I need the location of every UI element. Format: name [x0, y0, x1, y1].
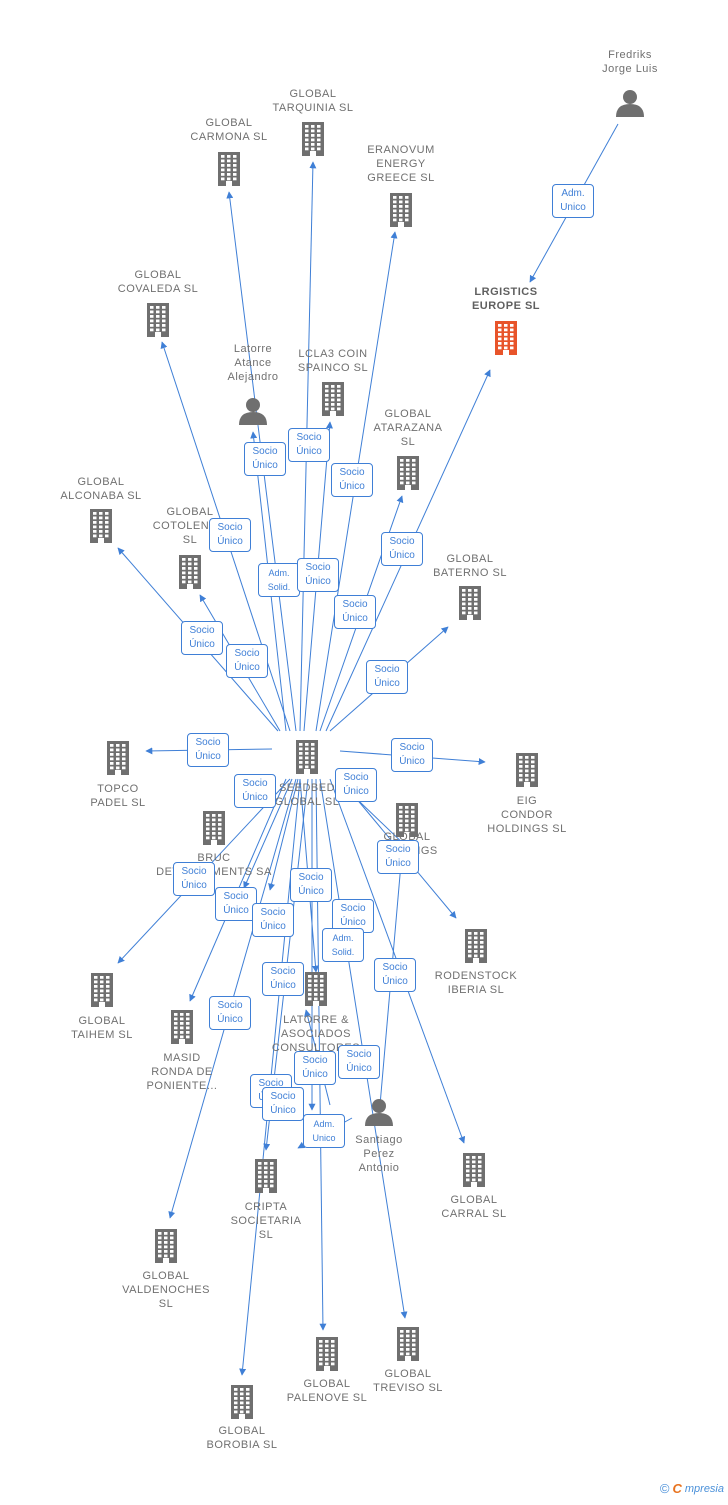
building-icon-bruc[interactable]: [203, 811, 225, 845]
node-label-eranovum[interactable]: ERANOVUM ENERGY GREECE SL: [367, 144, 435, 184]
relation-badge-9[interactable]: Socio Único: [181, 621, 223, 655]
relation-badge-19[interactable]: Socio Único: [252, 903, 294, 937]
building-icon-palenove[interactable]: [316, 1337, 338, 1371]
relation-badge-18[interactable]: Socio Único: [215, 887, 257, 921]
relation-badge-16[interactable]: Socio Único: [234, 774, 276, 808]
node-label-tarquinia[interactable]: GLOBAL TARQUINIA SL: [272, 88, 354, 114]
relation-badge-3[interactable]: Socio Único: [331, 463, 373, 497]
building-icon-atarazana[interactable]: [397, 456, 419, 490]
relation-badge-8[interactable]: Socio Único: [334, 595, 376, 629]
person-icon-fredriks[interactable]: [616, 90, 644, 117]
building-icon-carmona[interactable]: [218, 152, 240, 186]
building-icon-valdenoches[interactable]: [155, 1229, 177, 1263]
node-label-fredriks[interactable]: Fredriks Jorge Luis: [602, 49, 658, 75]
building-icon-lrgistics[interactable]: [495, 321, 517, 355]
node-label-carral[interactable]: GLOBAL CARRAL SL: [441, 1194, 507, 1220]
building-icon-baterno[interactable]: [459, 586, 481, 620]
node-label-palenove[interactable]: GLOBAL PALENOVE SL: [286, 1378, 368, 1404]
edge-14: [268, 778, 299, 891]
building-icon-carral[interactable]: [463, 1153, 485, 1187]
building-icon-covaleda[interactable]: [147, 303, 169, 337]
building-icon-hs[interactable]: [396, 803, 418, 837]
node-label-borobia[interactable]: GLOBAL BOROBIA SL: [206, 1425, 278, 1451]
relation-badge-24[interactable]: Socio Único: [209, 996, 251, 1030]
building-icon-latorre_c[interactable]: [305, 972, 327, 1006]
relation-badge-11[interactable]: Socio Único: [366, 660, 408, 694]
building-icon-seedbed[interactable]: [296, 740, 318, 774]
relation-badge-29[interactable]: Socio Único: [262, 1087, 304, 1121]
node-label-baterno[interactable]: GLOBAL BATERNO SL: [433, 553, 507, 579]
building-icon-rodenstock[interactable]: [465, 929, 487, 963]
building-icon-cripta[interactable]: [255, 1159, 277, 1193]
node-label-covaleda[interactable]: GLOBAL COVALEDA SL: [117, 269, 199, 295]
relation-badge-13[interactable]: Socio Único: [391, 738, 433, 772]
building-icon-masid[interactable]: [171, 1010, 193, 1044]
relation-badge-12[interactable]: Socio Único: [187, 733, 229, 767]
relation-badge-22[interactable]: Adm. Solid.: [322, 928, 364, 962]
relation-badge-2[interactable]: Socio Único: [288, 428, 330, 462]
relation-badge-5[interactable]: Adm. Solid.: [258, 563, 300, 597]
brand-logo-text: mpresia: [684, 1482, 724, 1495]
relation-badge-10[interactable]: Socio Único: [226, 644, 268, 678]
node-label-masid[interactable]: MASID RONDA DE PONIENTE...: [146, 1052, 218, 1092]
node-label-cripta[interactable]: CRIPTA SOCIETARIA SL: [230, 1201, 302, 1241]
relation-badge-14[interactable]: Socio Único: [335, 768, 377, 802]
relation-badge-27[interactable]: Socio Único: [338, 1045, 380, 1079]
node-label-treviso[interactable]: GLOBAL TREVISO SL: [373, 1368, 443, 1394]
relation-badge-20[interactable]: Socio Único: [290, 868, 332, 902]
relation-badge-1[interactable]: Socio Único: [244, 442, 286, 476]
relation-badge-4[interactable]: Socio Único: [209, 518, 251, 552]
building-icon-alconaba[interactable]: [90, 509, 112, 543]
building-icon-tarquinia[interactable]: [302, 122, 324, 156]
copyright-icon: ©: [659, 1481, 670, 1496]
building-icon-eranovum[interactable]: [390, 193, 412, 227]
relation-badge-17[interactable]: Socio Único: [173, 862, 215, 896]
node-label-valdenoches[interactable]: GLOBAL VALDENOCHES SL: [122, 1270, 210, 1310]
building-icon-treviso[interactable]: [397, 1327, 419, 1361]
relation-badge-25[interactable]: Socio Único: [374, 958, 416, 992]
node-label-rodenstock[interactable]: RODENSTOCK IBERIA SL: [434, 970, 518, 996]
relation-badge-23[interactable]: Socio Único: [262, 962, 304, 996]
node-label-santiago[interactable]: Santiago Perez Antonio: [355, 1134, 403, 1174]
node-label-lcla3[interactable]: LCLA3 COIN SPAINCO SL: [297, 348, 369, 374]
relation-badge-30[interactable]: Adm. Unico: [303, 1114, 345, 1148]
building-icon-cotolengo[interactable]: [179, 555, 201, 589]
relation-badge-15[interactable]: Socio Único: [377, 840, 419, 874]
relation-badge-0[interactable]: Adm. Unico: [552, 184, 594, 218]
edge-17: [243, 778, 293, 889]
relation-badge-6[interactable]: Socio Único: [297, 558, 339, 592]
node-label-cotolengo[interactable]: GLOBAL COTOLENGO SL: [152, 506, 228, 546]
building-icon-eig[interactable]: [516, 753, 538, 787]
node-label-eig[interactable]: EIG CONDOR HOLDINGS SL: [487, 795, 567, 835]
brand-logo-initial: C: [672, 1481, 682, 1496]
building-icon-taihem[interactable]: [91, 973, 113, 1007]
node-label-latorre_p[interactable]: Latorre Atance Alejandro: [227, 343, 279, 383]
building-icon-borobia[interactable]: [231, 1385, 253, 1419]
building-icon-lcla3[interactable]: [322, 382, 344, 416]
node-label-alconaba[interactable]: GLOBAL ALCONABA SL: [60, 476, 142, 502]
person-icon-santiago[interactable]: [365, 1099, 393, 1126]
node-label-latorre_c[interactable]: LATORRE & ASOCIADOS CONSULTORES: [271, 1014, 361, 1054]
node-label-atarazana[interactable]: GLOBAL ATARAZANA SL: [373, 408, 443, 448]
node-label-topco[interactable]: TOPCO PADEL SL: [90, 783, 146, 809]
relation-badge-26[interactable]: Socio Único: [294, 1051, 336, 1085]
node-label-seedbed[interactable]: SEEDBED GLOBAL SL: [274, 782, 340, 808]
node-label-lrgistics[interactable]: LRGISTICS EUROPE SL: [471, 286, 541, 312]
node-label-carmona[interactable]: GLOBAL CARMONA SL: [190, 117, 268, 143]
person-icon-latorre_p[interactable]: [239, 398, 267, 425]
relation-badge-7[interactable]: Socio Único: [381, 532, 423, 566]
node-label-taihem[interactable]: GLOBAL TAIHEM SL: [71, 1015, 133, 1041]
building-icon-topco[interactable]: [107, 741, 129, 775]
